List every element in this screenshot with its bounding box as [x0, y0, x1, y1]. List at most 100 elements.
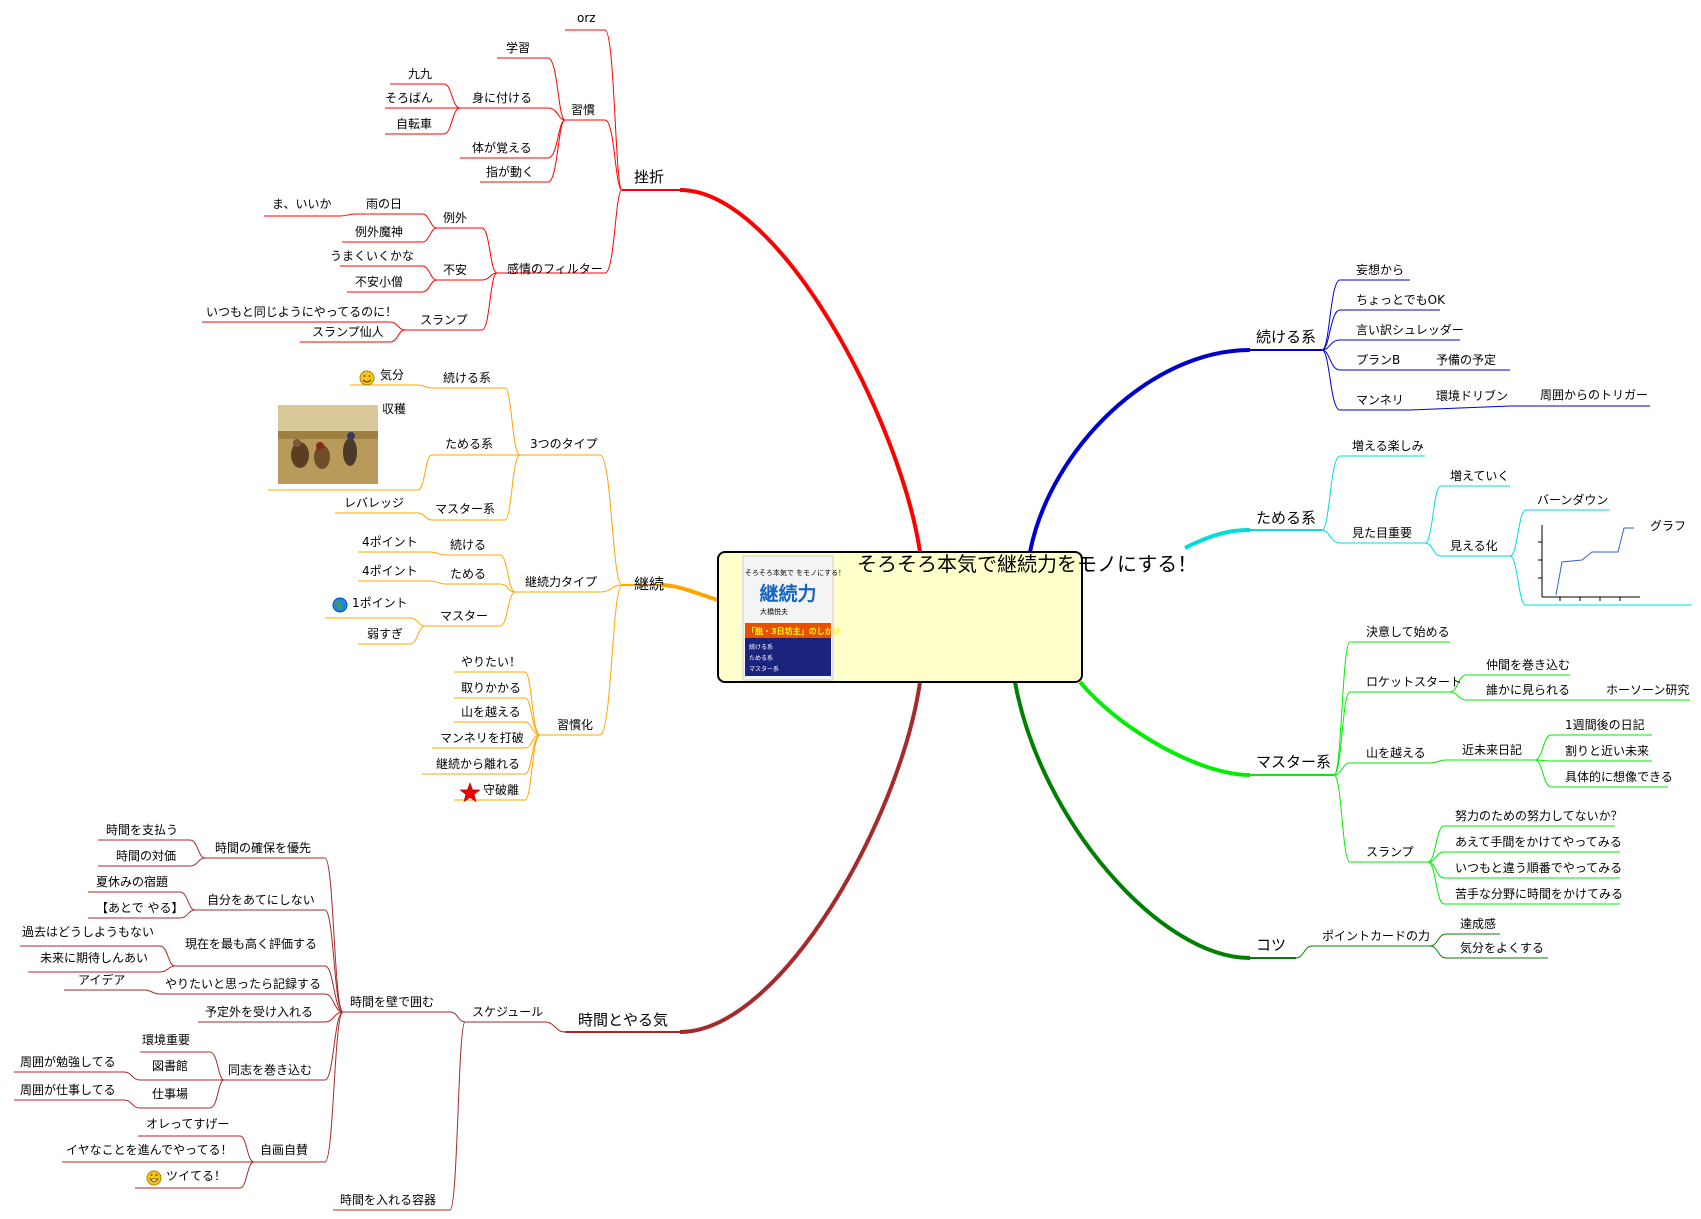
- topic-reigaimajin[interactable]: 例外魔神: [355, 224, 403, 239]
- topic-mirai[interactable]: 未来に期待しんあい: [40, 951, 148, 965]
- branch-tsuzukeru[interactable]: 続ける系: [1256, 328, 1316, 346]
- topic-kankyo-driven[interactable]: 環境ドリブン: [1436, 388, 1508, 403]
- topic-fuankozo[interactable]: 不安小僧: [355, 274, 403, 289]
- topic-kibun-k[interactable]: 気分をよくする: [1460, 940, 1544, 955]
- topic-week[interactable]: 1週間後の日記: [1565, 717, 1645, 732]
- topic-yobi[interactable]: 予備の予定: [1436, 352, 1496, 367]
- branch-zasetsu[interactable]: 挫折: [634, 168, 664, 186]
- topic-kinmirai[interactable]: 近未来日記: [1462, 742, 1522, 757]
- topic-genzai[interactable]: 現在を最も高く評価する: [185, 936, 317, 951]
- topic-shukan[interactable]: 習慣: [571, 102, 595, 117]
- topic-doryoku[interactable]: 努力のための努力してないか？: [1455, 808, 1623, 823]
- topic-kabe[interactable]: 時間を壁で囲む: [350, 994, 434, 1009]
- topic-gutai[interactable]: 具体的に想像できる: [1565, 769, 1673, 784]
- topic-idea[interactable]: アイデア: [78, 972, 125, 987]
- topic-tassei[interactable]: 達成感: [1460, 916, 1496, 931]
- topic-yowasugi[interactable]: 弱すぎ: [367, 627, 403, 641]
- topic-ryoku[interactable]: 継続力タイプ: [525, 574, 597, 589]
- topic-soroban[interactable]: そろばん: [385, 91, 433, 105]
- topic-toshokan[interactable]: 図書館: [152, 1058, 188, 1073]
- topic-yoteigai[interactable]: 予定外を受け入れる: [205, 1004, 313, 1019]
- topic-aete[interactable]: あえて手間をかけてやってみる: [1455, 835, 1622, 849]
- topic-shuhari[interactable]: 守破離: [483, 782, 519, 797]
- topic-shuui-shigoto[interactable]: 周囲が仕事してる: [20, 1082, 116, 1097]
- topic-wari[interactable]: 割りと近い未来: [1565, 743, 1649, 758]
- topic-dareka[interactable]: 誰かに見られる: [1486, 682, 1570, 697]
- topic-kibun[interactable]: 気分: [380, 367, 404, 382]
- topic-fueteiku[interactable]: 増えていく: [1450, 469, 1509, 483]
- topic-ate[interactable]: 自分をあてにしない: [207, 893, 315, 907]
- topic-yama-m[interactable]: 山を越える: [1366, 746, 1426, 760]
- topic-ore[interactable]: オレってすげー: [146, 1117, 229, 1131]
- branch-master[interactable]: マスター系: [1256, 753, 1331, 771]
- topic-karada[interactable]: 体が覚える: [472, 140, 532, 155]
- topic-iiwake[interactable]: 言い訳シュレッダー: [1356, 322, 1464, 337]
- topic-card[interactable]: ポイントカードの力: [1322, 929, 1430, 943]
- topic-fuan[interactable]: 不安: [443, 262, 467, 277]
- topic-kankyo[interactable]: 環境重要: [142, 1032, 190, 1047]
- topic-p4a[interactable]: 4ポイント: [362, 535, 418, 549]
- topic-jitensha[interactable]: 自転車: [396, 117, 432, 131]
- topic-ketsui[interactable]: 決意して始める: [1366, 624, 1450, 639]
- topic-graph[interactable]: グラフ: [1650, 519, 1686, 533]
- topic-iyana[interactable]: イヤなことを進んでやってる！: [66, 1143, 232, 1157]
- topic-planb[interactable]: プランB: [1356, 353, 1400, 367]
- topic-kuku[interactable]: 九九: [408, 67, 432, 81]
- topic-burndown[interactable]: バーンダウン: [1537, 492, 1608, 507]
- topic-torikakaru[interactable]: 取りかかる: [461, 681, 521, 695]
- topic-umaku[interactable]: うまくいくかな: [330, 249, 414, 263]
- topic-gakushu[interactable]: 学習: [506, 40, 530, 55]
- topic-slump-m[interactable]: スランプ: [1366, 845, 1414, 859]
- topic-shukanka[interactable]: 習慣化: [557, 717, 593, 732]
- topic-yubi[interactable]: 指が動く: [486, 164, 534, 179]
- topic-hawthorne[interactable]: ホーソーン研究: [1606, 682, 1689, 697]
- topic-yaritaito[interactable]: やりたいと思ったら記録する: [165, 976, 321, 991]
- topic-nakama[interactable]: 仲間を巻き込む: [1486, 658, 1570, 672]
- topic-mitame[interactable]: 見た目重要: [1352, 526, 1412, 540]
- topic-mannerida[interactable]: マンネリを打破: [440, 730, 524, 745]
- topic-minitsukeru[interactable]: 身に付ける: [472, 90, 532, 105]
- topic-yoki[interactable]: 時間を入れる容器: [340, 1192, 436, 1207]
- topic-maiika[interactable]: ま、いいか: [272, 197, 332, 211]
- topic-sennin[interactable]: スランプ仙人: [312, 325, 384, 339]
- topic-schedule[interactable]: スケジュール: [472, 1005, 543, 1019]
- topic-manneri[interactable]: マンネリ: [1356, 393, 1404, 407]
- topic-kako[interactable]: 過去はどうしようもない: [22, 925, 154, 939]
- branch-kotsu[interactable]: コツ: [1256, 936, 1286, 954]
- topic-k-tsuzukeru[interactable]: 続ける系: [443, 371, 491, 385]
- topic-p1[interactable]: 1ポイント: [352, 596, 408, 610]
- topic-ame[interactable]: 雨の日: [366, 197, 402, 211]
- topic-filter[interactable]: 感情のフィルター: [507, 261, 603, 276]
- topic-jiga[interactable]: 自画自賛: [260, 1143, 308, 1157]
- topic-orz[interactable]: orz: [577, 11, 596, 25]
- topic-shuui-benkyo[interactable]: 周囲が勉強してる: [20, 1054, 116, 1069]
- topic-r-tsuzukeru[interactable]: 続ける: [450, 538, 486, 552]
- topic-shukaku[interactable]: 収穫: [382, 402, 406, 416]
- topic-doshi[interactable]: 同志を巻き込む: [228, 1063, 312, 1077]
- topic-k-tameru[interactable]: ためる系: [445, 437, 493, 451]
- central-node[interactable]: そろそろ本気で をモノにする！ 継続力 大橋悦夫 「脱・3日坊主」のしかけ 続け…: [717, 551, 1197, 683]
- topic-yama-k[interactable]: 山を越える: [461, 705, 521, 719]
- topic-shuui-trigger[interactable]: 周囲からのトリガー: [1540, 388, 1648, 402]
- topic-shigotoba[interactable]: 仕事場: [152, 1087, 188, 1101]
- topic-mittsu[interactable]: 3つのタイプ: [530, 437, 598, 451]
- topic-chotto[interactable]: ちょっとでもOK: [1356, 293, 1446, 307]
- branch-tameru[interactable]: ためる系: [1256, 509, 1316, 527]
- topic-atode[interactable]: 【あとで やる】: [96, 901, 183, 915]
- topic-p4b[interactable]: 4ポイント: [362, 564, 418, 578]
- topic-tsuiteru[interactable]: ツイてる！: [166, 1169, 226, 1183]
- topic-itsumo-m[interactable]: いつもと違う順番でやってみる: [1455, 861, 1622, 875]
- topic-leverage[interactable]: レバレッジ: [344, 496, 404, 510]
- topic-mieruka[interactable]: 見える化: [1450, 539, 1498, 553]
- topic-moso[interactable]: 妄想から: [1356, 262, 1404, 277]
- topic-r-master[interactable]: マスター: [440, 609, 488, 623]
- topic-kakuho[interactable]: 時間の確保を優先: [215, 840, 311, 855]
- topic-hanareru[interactable]: 継続から離れる: [436, 756, 520, 771]
- topic-shiharau[interactable]: 時間を支払う: [106, 823, 178, 837]
- branch-jikan[interactable]: 時間とやる気: [578, 1011, 668, 1029]
- topic-itsumo[interactable]: いつもと同じようにやってるのに！: [206, 305, 397, 319]
- topic-taika[interactable]: 時間の対価: [116, 849, 176, 863]
- topic-r-tameru[interactable]: ためる: [450, 567, 486, 581]
- topic-nigate[interactable]: 苦手な分野に時間をかけてみる: [1455, 887, 1623, 901]
- topic-yaritai[interactable]: やりたい！: [461, 655, 521, 669]
